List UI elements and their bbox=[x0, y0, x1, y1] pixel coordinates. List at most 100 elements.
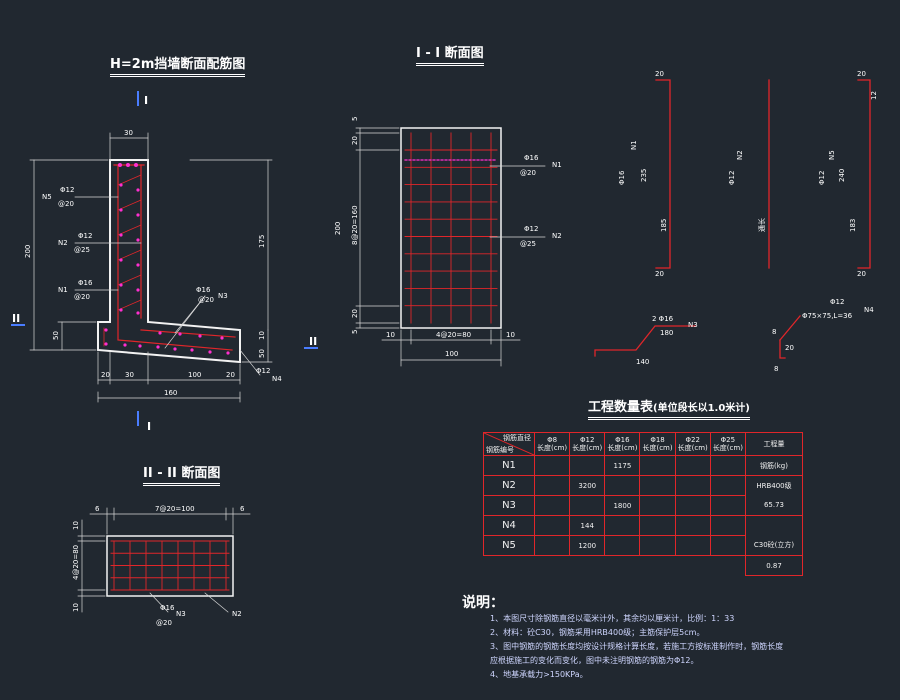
work-concrete: C30砼(立方) bbox=[745, 535, 803, 556]
bar-n3-label: 2 Φ16 bbox=[652, 315, 674, 323]
s1-n1-sp: @20 bbox=[520, 169, 536, 177]
bar-n4-b1: 8 bbox=[772, 328, 776, 336]
dim-base-50: 50 bbox=[52, 331, 60, 340]
s1-n2-sp: @25 bbox=[520, 240, 536, 248]
cut-mark-i-bottom: I bbox=[147, 420, 151, 433]
col-header-work: 工程量 bbox=[745, 432, 803, 456]
bar-n1-bot: 20 bbox=[655, 270, 664, 278]
s1-dim-5a: 5 bbox=[351, 117, 359, 121]
corner-top: 钢筋直径 bbox=[503, 434, 531, 442]
s1-dim-10b: 10 bbox=[506, 331, 515, 339]
corner-diagonal bbox=[484, 433, 534, 455]
s1-dim-20b: 20 bbox=[351, 309, 359, 318]
section-1-title: I - I 断面图 bbox=[416, 42, 484, 66]
bar-n5-side: 183 bbox=[849, 219, 857, 232]
label-n3: N3 bbox=[218, 292, 228, 300]
cut-mark-i-top: I bbox=[144, 94, 148, 107]
label-n2-bar: Φ12 bbox=[78, 232, 92, 240]
bar-n5-shape bbox=[857, 79, 871, 269]
bar-n2-name: N2 bbox=[736, 150, 744, 160]
label-n4-bar: Φ12 bbox=[256, 367, 270, 375]
s1-n2: N2 bbox=[552, 232, 562, 240]
note-line: 3、图中钢筋的钢筋长度均按设计规格计算长度，若施工方按标准制作时，钢筋长度 bbox=[490, 642, 784, 651]
bar-n4-b3: 8 bbox=[774, 365, 778, 373]
s2-n3-bar: Φ16 bbox=[160, 604, 175, 612]
cut-mark-ii-right: II bbox=[309, 335, 317, 348]
s2-dim-4x20: 4@20=80 bbox=[72, 545, 80, 580]
s2-dim-7x20: 7@20=100 bbox=[155, 505, 195, 513]
row-name: N2 bbox=[483, 475, 535, 496]
dim-bottom-20b: 20 bbox=[226, 371, 235, 379]
table-row: 0.87 bbox=[484, 555, 803, 576]
table-row: N4 144 bbox=[483, 515, 803, 536]
bar-n1-shape bbox=[655, 79, 671, 269]
label-n1-bar: Φ16 bbox=[78, 279, 93, 287]
bar-n5-top: 20 bbox=[857, 70, 866, 78]
work-steel-value: 65.73 bbox=[745, 495, 803, 516]
label-n5-sp: @20 bbox=[58, 200, 74, 208]
notes: 1、本图尺寸除钢筋直径以毫米计外，其余均以厘米计，比例：1：33 2、材料：砼C… bbox=[490, 612, 783, 682]
s2-dim-10a: 10 bbox=[72, 521, 80, 530]
bar-n4-desc: Φ75×75,L=36 bbox=[802, 312, 853, 320]
bar-n4-shape bbox=[779, 339, 786, 359]
section-1-title-text: I - I 断面图 bbox=[416, 46, 484, 61]
bar-n2-side: 通长 bbox=[757, 218, 766, 232]
dim-bottom-100: 100 bbox=[188, 371, 201, 379]
dim-height-200: 200 bbox=[24, 245, 32, 258]
s1-n1: N1 bbox=[552, 161, 562, 169]
label-n4: N4 bbox=[272, 375, 282, 383]
bar-n1-name: N1 bbox=[630, 140, 638, 150]
dim-top-30: 30 bbox=[124, 129, 133, 137]
wall-section-title: H=2m挡墙断面配筋图 bbox=[110, 53, 246, 77]
note-line: 4、地基承载力>150KPa。 bbox=[490, 670, 588, 679]
qty-table-title-text: 工程数量表 bbox=[588, 400, 654, 415]
label-n1-sp: @20 bbox=[74, 293, 90, 301]
table-row: N3 1800 65.73 bbox=[483, 495, 803, 516]
row-name: N5 bbox=[483, 535, 535, 556]
dim-base-10: 10 bbox=[258, 331, 266, 340]
bar-n1-len: 235 bbox=[640, 169, 648, 182]
s2-dim-10b: 10 bbox=[72, 603, 80, 612]
bar-n3-shape bbox=[594, 325, 696, 357]
rebar-n1 bbox=[117, 164, 233, 351]
bar-n5-top-r: 12 bbox=[870, 91, 878, 100]
s1-dim-200: 200 bbox=[334, 222, 342, 235]
bar-n1-side: 185 bbox=[660, 219, 668, 232]
wall-section-title-text: H=2m挡墙断面配筋图 bbox=[110, 57, 246, 72]
work-grade: HRB400级 bbox=[745, 475, 803, 496]
label-n1: N1 bbox=[58, 286, 68, 294]
label-n5: N5 bbox=[42, 193, 52, 201]
bar-n4-name: N4 bbox=[864, 306, 874, 314]
cut-mark-ii-left: II bbox=[12, 312, 20, 325]
table-row: N1 1175 钢筋(kg) bbox=[483, 455, 803, 476]
s1-n1-bar: Φ16 bbox=[524, 154, 539, 162]
label-n2: N2 bbox=[58, 239, 68, 247]
s2-n3-sp: @20 bbox=[156, 619, 172, 627]
bar-n3-len: 180 bbox=[660, 329, 673, 337]
wall-outline bbox=[97, 159, 241, 364]
section-2-drawing: 6 7@20=100 6 10 4@20=80 10 Φ16 @20 N3 N2 bbox=[72, 505, 251, 627]
corner-bottom: 钢筋编号 bbox=[486, 446, 514, 454]
section-2-outline bbox=[106, 535, 234, 597]
work-concrete-value: 0.87 bbox=[745, 555, 803, 576]
bar-n5-len: 240 bbox=[838, 169, 846, 182]
s1-dim-20a: 20 bbox=[351, 136, 359, 145]
bar-n1-top: 20 bbox=[655, 70, 664, 78]
s1-dim-10a: 10 bbox=[386, 331, 395, 339]
section-2-title-text: II - II 断面图 bbox=[143, 466, 221, 481]
dim-bottom-30: 30 bbox=[125, 371, 134, 379]
s1-dim-8x20: 8@20=160 bbox=[351, 205, 359, 245]
label-n3-sp: @20 bbox=[198, 296, 214, 304]
label-n5-bar: Φ12 bbox=[60, 186, 74, 194]
notes-title: 说明： bbox=[462, 595, 504, 611]
section-1-drawing: 5 20 200 8@20=160 20 5 10 4@20=80 10 100… bbox=[334, 117, 562, 367]
dim-total-160: 160 bbox=[164, 389, 177, 397]
row-name: N4 bbox=[483, 515, 535, 536]
